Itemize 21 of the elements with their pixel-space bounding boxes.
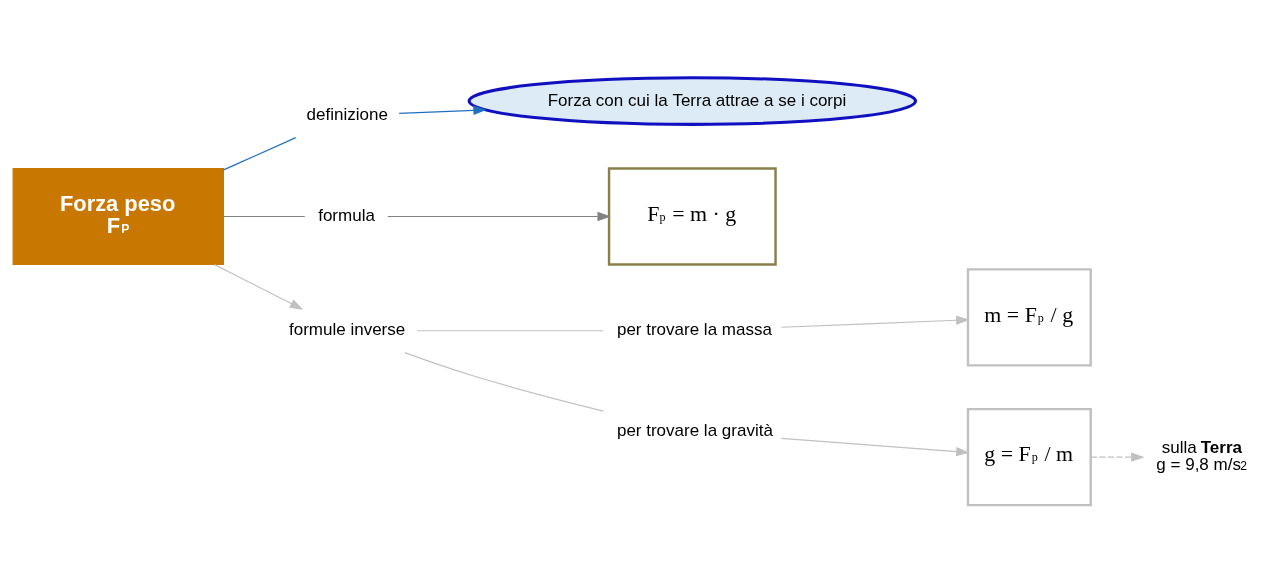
connector [223, 137, 297, 171]
node-box: Forza peso FP [12, 167, 224, 266]
node-box: Fp = m · g [607, 167, 777, 266]
node-box: g = Fp / m [966, 407, 1092, 507]
connector [223, 215, 306, 218]
arrow [1090, 452, 1145, 462]
connector [404, 352, 605, 412]
node-text: definizione [306, 105, 388, 125]
node-box: m = Fp / g [966, 268, 1092, 367]
arrow [780, 437, 970, 457]
node-text: sulla Terra g = 9,8 m/s2 [1156, 437, 1247, 474]
arrow [387, 211, 611, 222]
arrow [780, 315, 970, 328]
connector [416, 330, 604, 332]
arrow [398, 105, 487, 115]
node-ellipse: Forza con cui la Terra attrae a se i corpi [467, 76, 918, 126]
node-text: per trovare la gravità [616, 421, 773, 441]
arrow [213, 264, 304, 310]
node-text: formule inverse [289, 320, 406, 340]
node-text: per trovare la massa [616, 320, 772, 340]
node-text: formula [318, 206, 375, 226]
